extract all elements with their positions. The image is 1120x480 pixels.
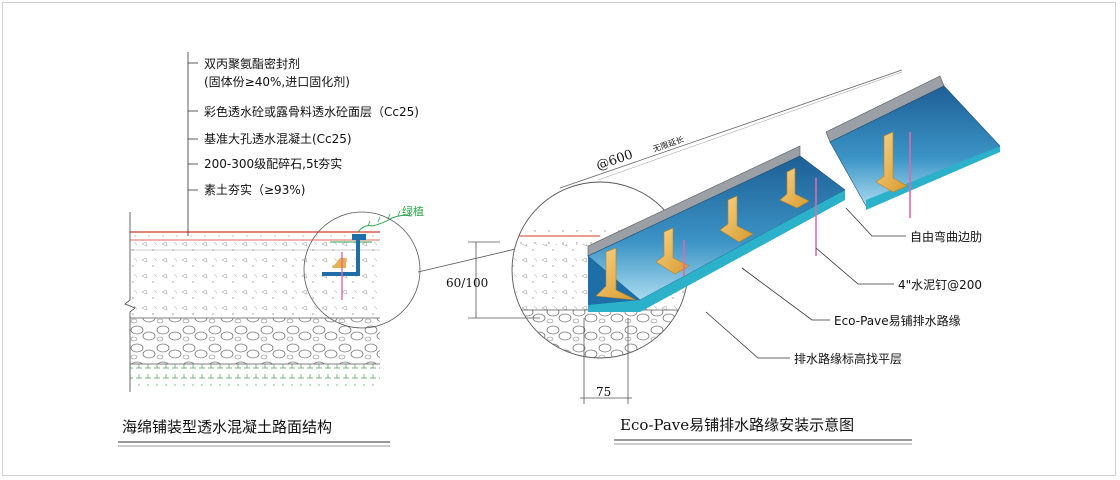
layer-label-6: 素土夯实（≥93%) bbox=[204, 182, 305, 197]
layer-label-5: 200-300级配碎石,5t夯实 bbox=[204, 156, 342, 171]
layer-label-1: 双丙聚氨酯密封剂 bbox=[204, 56, 300, 71]
callout-nail: 4"水泥钉@200 bbox=[898, 278, 982, 292]
layer-label-2: (固体份≥40%,进口固化剂) bbox=[204, 74, 350, 89]
layer-label-3: 彩色透水砼或露骨料透水砼面层（Cc25) bbox=[204, 105, 419, 119]
gravel-layer bbox=[130, 318, 380, 364]
right-isometric bbox=[468, 69, 1001, 404]
layer-label-4: 基准大孔透水混凝土(Cc25) bbox=[204, 131, 352, 146]
length-dimension: @600 bbox=[594, 147, 635, 173]
left-title: 海绵铺装型透水混凝土路面结构 bbox=[122, 418, 332, 436]
green-planting-label: 绿植 bbox=[402, 204, 424, 218]
surface-layer bbox=[130, 232, 380, 240]
callout-leveling: 排水路缘标高找平层 bbox=[794, 351, 902, 366]
right-title: Eco-Pave易铺排水路缘安装示意图 bbox=[620, 416, 854, 434]
height-dimension: 60/100 bbox=[446, 276, 488, 290]
callout-eco-pave: Eco-Pave易铺排水路缘 bbox=[834, 313, 961, 328]
callout-free-bend: 自由弯曲边肋 bbox=[910, 229, 982, 244]
left-cross-section bbox=[124, 52, 521, 392]
porous-concrete-layer bbox=[130, 240, 380, 318]
detail-circle-small bbox=[303, 211, 421, 329]
width-dimension: 75 bbox=[596, 385, 611, 399]
soil-layer bbox=[130, 364, 380, 386]
